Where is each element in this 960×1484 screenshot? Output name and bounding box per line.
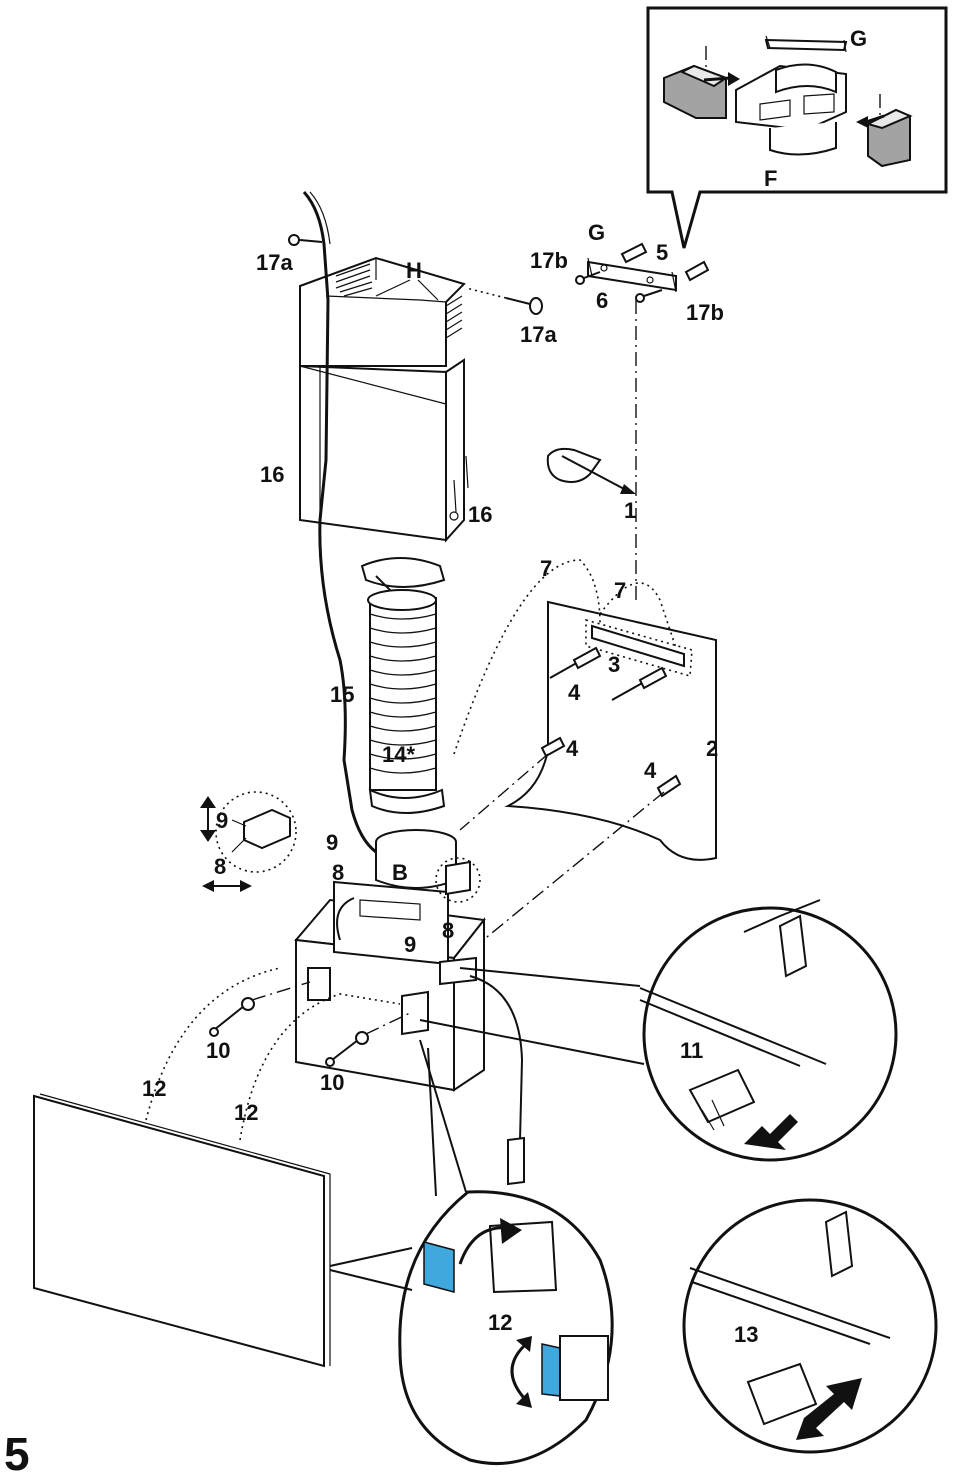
label-4-b: 4 xyxy=(566,736,579,761)
inset-duct-adapter xyxy=(735,63,847,156)
label-8-side: 8 xyxy=(442,918,454,943)
label-1: 1 xyxy=(624,498,636,523)
inset-label-f: F xyxy=(764,166,777,191)
bolt-10-b xyxy=(325,1031,369,1067)
flexible-duct xyxy=(360,557,446,814)
power-cable xyxy=(302,191,377,854)
chimney-cover xyxy=(299,256,469,543)
label-h: H xyxy=(406,258,422,283)
label-12-detail: 12 xyxy=(488,1310,512,1335)
capacitor-detail xyxy=(200,791,297,892)
label-9-side: 9 xyxy=(404,932,416,957)
screw-4-a xyxy=(549,646,602,679)
bolt-10-a xyxy=(209,997,255,1037)
inset-box-duct-adapter: G F xyxy=(646,6,948,249)
label-b: B xyxy=(392,860,408,885)
screw-17a-left xyxy=(288,234,323,246)
label-17a-right: 17a xyxy=(520,322,557,347)
label-7-left: 7 xyxy=(540,556,552,581)
front-glass-panel xyxy=(33,967,413,1368)
label-8-motor: 8 xyxy=(332,860,344,885)
label-10-left: 10 xyxy=(206,1038,230,1063)
label-10-right: 10 xyxy=(320,1070,344,1095)
label-4-c: 4 xyxy=(644,758,657,783)
wall-panel xyxy=(453,559,717,947)
label-2: 2 xyxy=(706,736,718,761)
detail-circle-12 xyxy=(398,1039,614,1465)
label-7-right: 7 xyxy=(614,578,626,603)
marking-hand-icon xyxy=(546,447,636,494)
label-17a-left: 17a xyxy=(256,250,293,275)
label-4-a: 4 xyxy=(568,680,581,705)
label-12-right: 12 xyxy=(234,1100,258,1125)
label-3: 3 xyxy=(608,652,620,677)
label-14: 14* xyxy=(382,742,415,767)
label-12-left: 12 xyxy=(142,1076,166,1101)
label-g: G xyxy=(588,220,605,245)
label-9-motor: 9 xyxy=(326,830,338,855)
label-9-capacitor: 9 xyxy=(216,808,228,833)
detail-circle-13 xyxy=(682,1198,938,1454)
step-number: 5 xyxy=(4,1428,30,1480)
screw-4-b xyxy=(611,666,668,701)
callout-labels: 17a H 17a G 17b 5 6 17b 16 16 1 7 7 3 4 … xyxy=(4,220,758,1480)
inset-bracket-g xyxy=(705,35,881,118)
upper-bracket-g xyxy=(575,242,710,600)
label-5: 5 xyxy=(656,240,668,265)
label-16-left: 16 xyxy=(260,462,284,487)
screw-4-c xyxy=(540,736,566,758)
label-15: 15 xyxy=(330,682,354,707)
label-17b-left: 17b xyxy=(530,248,568,273)
inset-right-cover xyxy=(856,108,913,168)
label-8-capacitor: 8 xyxy=(214,854,226,879)
screw-4-d xyxy=(656,774,682,798)
inset-left-cover xyxy=(663,64,740,119)
label-16-right: 16 xyxy=(468,502,492,527)
detail-circle-11 xyxy=(419,899,898,1162)
label-6: 6 xyxy=(596,288,608,313)
inset-label-g: G xyxy=(850,26,867,51)
motor-unit xyxy=(209,829,525,1186)
vent-slots xyxy=(335,263,463,339)
label-11: 11 xyxy=(680,1038,703,1063)
label-13: 13 xyxy=(734,1322,758,1347)
label-17b-right: 17b xyxy=(686,300,724,325)
screw-17a-right xyxy=(465,287,543,315)
